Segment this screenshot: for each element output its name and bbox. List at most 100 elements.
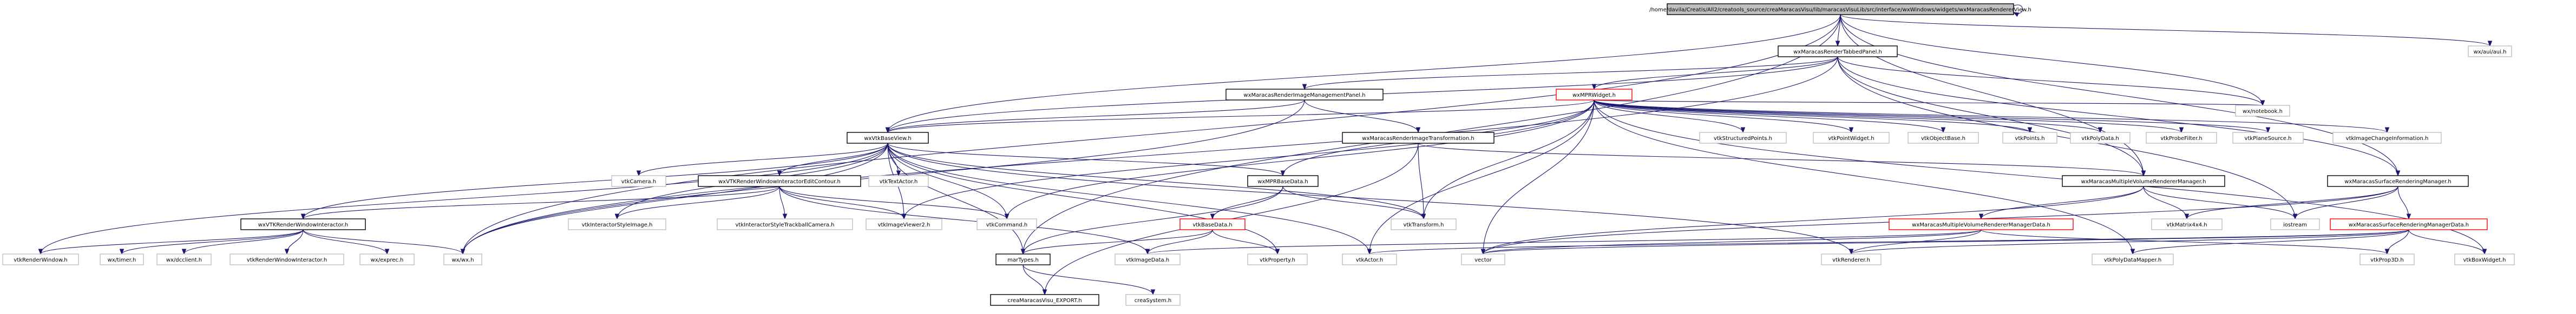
edge-rtp-mpr [1591,56,1838,90]
node-label: vtkRenderer.h [1832,257,1870,263]
node-mbd[interactable]: wxMPRBaseData.h [1247,175,1319,187]
node-label: creaSystem.h [1135,298,1171,304]
edge-vbd-vprop [1212,229,1280,255]
node-rwi[interactable]: wxVTKRenderWindowInteractor.h [240,218,366,230]
node-ios: iostream [2270,218,2320,230]
edge-root-wxaui [1840,14,2493,47]
node-vid: vtkImageData.h [1115,253,1181,265]
edge-mpr-vtr [1421,99,1595,220]
node-wxaui: wx/aui/aui.h [2468,45,2512,57]
edge-rwie-visi [614,186,780,220]
node-vprop: vtkProperty.h [1247,253,1308,265]
node-label: wxVtkBaseView.h [864,136,911,142]
node-label: marTypes.h [1007,257,1039,263]
node-label: wxMaracasRenderImageTransformation.h [1362,136,1474,142]
node-label: wx/aui/aui.h [2474,49,2507,55]
node-label: wxVTKRenderWindowInteractorEditContour.h [718,179,841,185]
node-label: vtkProperty.h [1260,257,1295,263]
node-viv2: vtkImageViewer2.h [866,218,942,230]
edge-rwi-vrwi [284,229,304,255]
node-vpdm: vtkPolyDataMapper.h [2092,253,2174,265]
node-rtp[interactable]: wxMaracasRenderTabbedPanel.h [1778,45,1898,57]
node-rimp[interactable]: wxMaracasRenderImageManagementPanel.h [1225,89,1384,101]
node-wxnb: wx/notebook.h [2235,105,2290,117]
edge-rwi-wxtimer [119,229,304,255]
edge-root-wxwx [460,14,1841,255]
node-mpr[interactable]: wxMPRWidget.h [1556,89,1633,101]
edge-vbd-mt [1020,229,1213,255]
node-label: iostream [2283,222,2307,228]
node-label: vtkObjectBase.h [1921,136,1965,142]
edge-rimp-rit [1304,99,1421,133]
node-vren: vtkRenderer.h [1821,253,1882,265]
edge-rit-mvrm [1418,143,2146,177]
node-ssp: vtkStructuredPoints.h [1699,132,1787,144]
edge-vbv-mbd [887,143,1286,177]
edge-mpr-vprobe [1594,99,2184,133]
node-mvrm[interactable]: wxMaracasMultipleVolumeRendererManager.h [2062,175,2225,187]
edge-mt-cme [1022,264,1047,296]
node-vbv[interactable]: wxVtkBaseView.h [847,132,929,144]
node-wxwx: wx/wx.h [443,253,482,265]
node-vob: vtkObjectBase.h [1908,132,1979,144]
node-mvrmd[interactable]: wxMaracasMultipleVolumeRendererManagerDa… [1889,218,2074,230]
node-srmd[interactable]: wxMaracasSurfaceRenderingManagerData.h [2330,218,2488,230]
node-mt[interactable]: marTypes.h [995,253,1051,265]
node-label: wx/notebook.h [2243,109,2283,115]
node-label: creaMaracasVisu_EXPORT.h [1007,298,1081,304]
edge-mvrm-mvrmd [1978,186,2144,220]
edge-rwie-viv2 [779,186,907,220]
edge-srm-ios [2292,186,2398,220]
node-label: vector [1474,257,1492,263]
node-vcmd: vtkCommand.h [976,218,1037,230]
node-vrw: vtkRenderWindow.h [2,253,79,265]
node-label: vtkPoints.h [2015,136,2044,142]
node-label: vtkTextActor.h [880,179,918,185]
node-label: vtkInteractorStyleImage.h [582,222,653,228]
node-label: vtkImageData.h [1126,257,1169,263]
node-root[interactable]: /home/davila/Creatis/All2/creatools_sour… [1649,3,2031,15]
node-label: vtkBoxWidget.h [2463,257,2506,263]
edge-root-mvrm [1840,14,2146,177]
edge-rwie-rwi [300,186,780,220]
node-vcam: vtkCamera.h [611,175,666,187]
node-visi: vtkInteractorStyleImage.h [568,218,666,230]
node-label: wx/dcclient.h [166,257,202,263]
node-label: wxMaracasMultipleVolumeRendererManagerDa… [1912,222,2050,228]
node-vec: vector [1461,253,1505,265]
node-label: vtkCamera.h [621,179,656,185]
node-label: wxMPRBaseData.h [1257,179,1308,185]
edge-rwi-wxexpr [303,229,390,255]
edge-mvrmd-vp3d [1981,229,2390,255]
edge-mpr-wxnb [1594,99,2265,106]
node-label: vtkTransform.h [1404,222,1444,228]
node-rit[interactable]: wxMaracasRenderImageTransformation.h [1342,132,1495,144]
edge-srmd-vp3d [2384,229,2409,255]
node-label: wxMaracasRenderImageManagementPanel.h [1243,92,1365,98]
node-label: wxVTKRenderWindowInteractor.h [258,222,348,228]
edge-vbv-mt [887,143,1026,255]
edge-mbd-vbd [1210,186,1283,220]
node-srm[interactable]: wxMaracasSurfaceRenderingManager.h [2327,175,2469,187]
edge-mpr-viv2 [901,99,1595,220]
node-rwie[interactable]: wxVTKRenderWindowInteractorEditContour.h [698,175,861,187]
node-cme[interactable]: creaMaracasVisu_EXPORT.h [990,294,1099,306]
node-wxtimer: wx/timer.h [100,253,144,265]
edge-rit-vtr [1418,143,1426,220]
edge-rtp-rimp [1302,56,1838,90]
node-label: vtkPointWidget.h [1828,136,1874,142]
node-label: vtkRenderWindowInteractor.h [247,257,327,263]
node-vbd[interactable]: vtkBaseData.h [1179,218,1246,230]
edge-rwi-wxdc [181,229,304,255]
node-label: vtkPlaneSource.h [2245,136,2292,142]
node-label: wxMaracasSurfaceRenderingManagerData.h [2349,222,2469,228]
node-csys: creaSystem.h [1125,294,1181,306]
node-label: vtkProp3D.h [2370,257,2403,263]
node-label: wxMaracasMultipleVolumeRendererManager.h [2081,179,2206,185]
edge-mpr-vpdm [1594,99,2135,255]
edge-mpr-vpd [1594,99,2103,133]
node-wxdc: wx/dcclient.h [156,253,212,265]
node-vistb: vtkInteractorStyleTrackballCamera.h [717,218,853,230]
edge-root-root [2013,4,2023,17]
